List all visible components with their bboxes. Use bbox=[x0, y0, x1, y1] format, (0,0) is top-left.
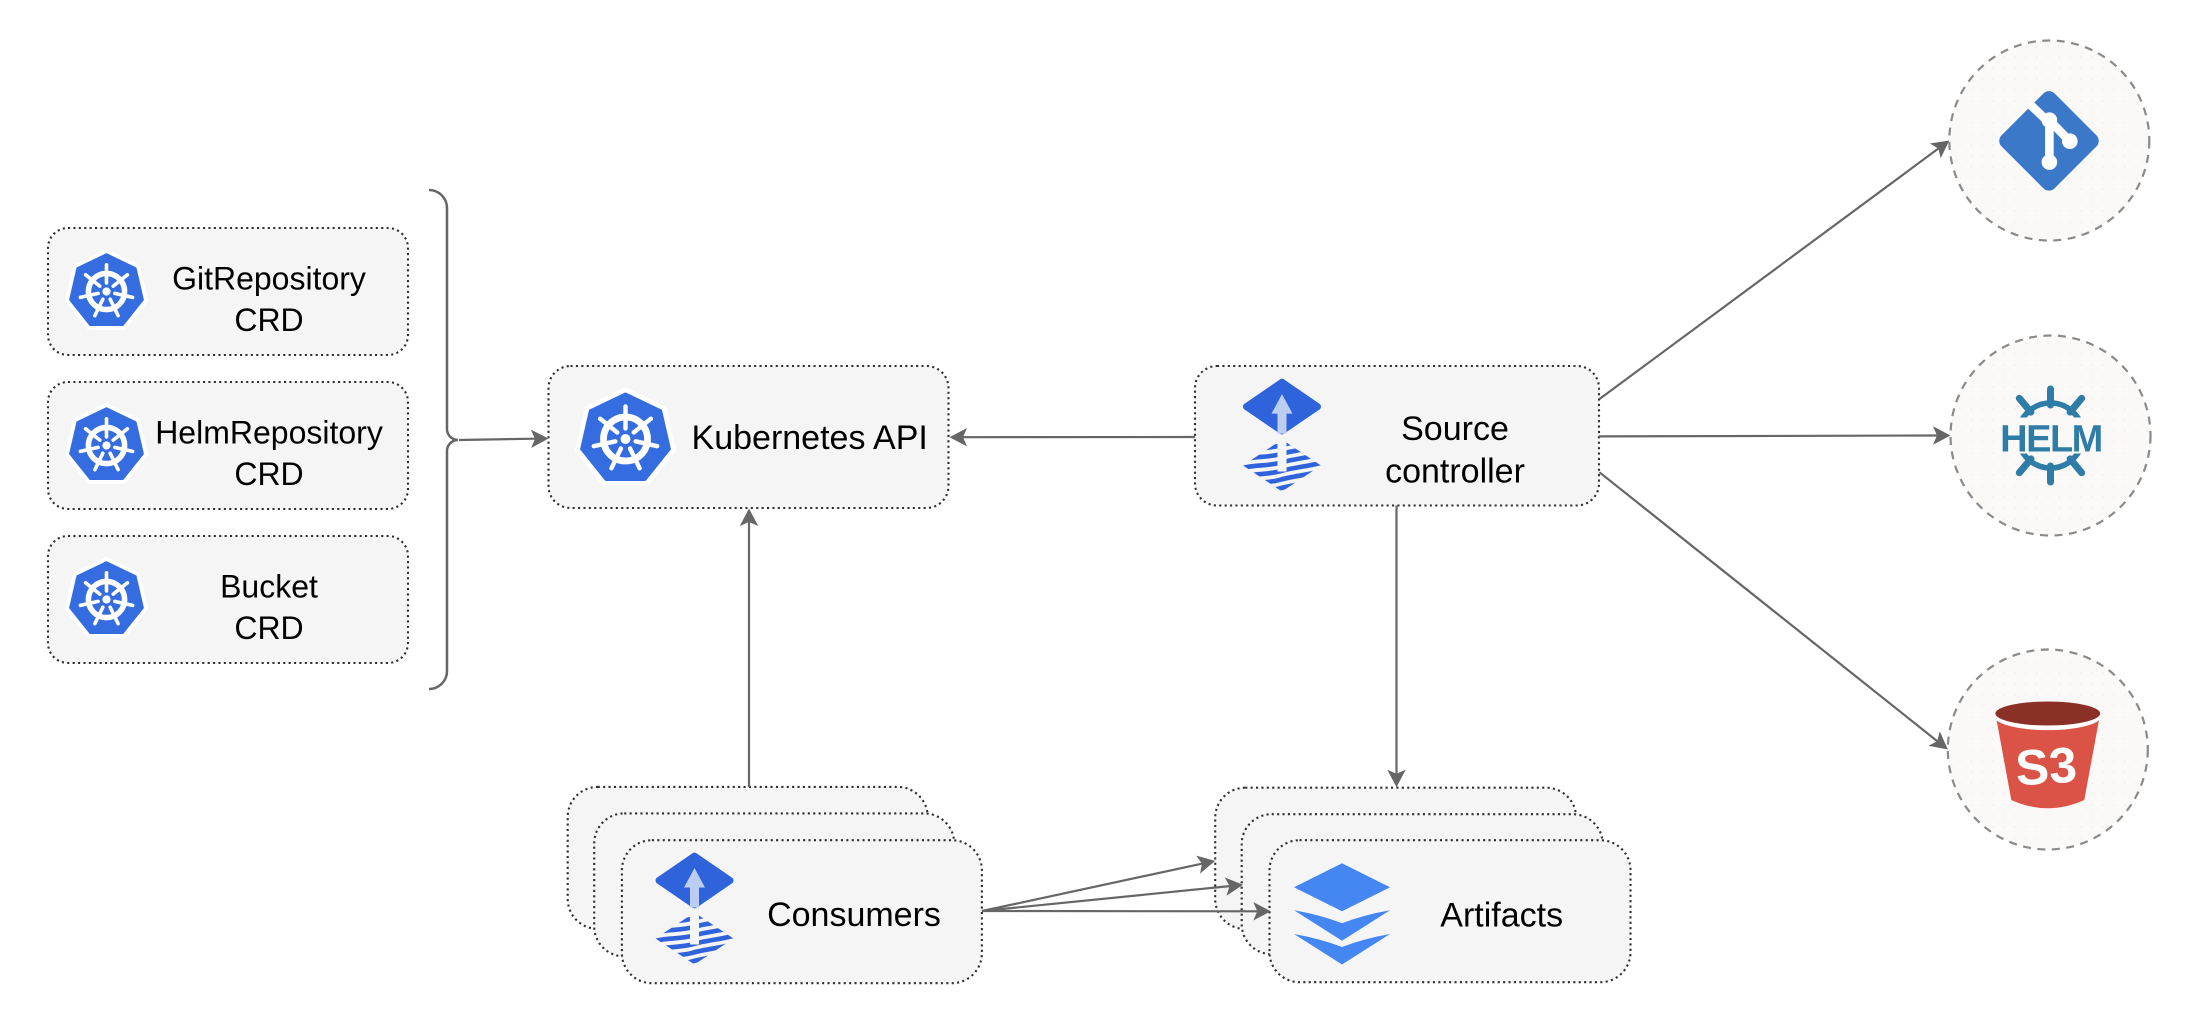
svg-text:HelmRepository: HelmRepository bbox=[155, 414, 383, 450]
svg-text:Bucket: Bucket bbox=[220, 568, 318, 604]
svg-text:GitRepository: GitRepository bbox=[172, 260, 366, 296]
svg-text:S3: S3 bbox=[2014, 737, 2078, 797]
svg-text:CRD: CRD bbox=[234, 456, 303, 492]
svg-text:Kubernetes API: Kubernetes API bbox=[692, 419, 928, 457]
svg-text:HELM: HELM bbox=[2000, 419, 2102, 461]
svg-text:Artifacts: Artifacts bbox=[1440, 897, 1563, 935]
svg-text:controller: controller bbox=[1385, 452, 1525, 490]
svg-text:CRD: CRD bbox=[234, 610, 303, 646]
svg-text:Source: Source bbox=[1401, 410, 1509, 448]
svg-text:Consumers: Consumers bbox=[767, 896, 941, 934]
svg-text:CRD: CRD bbox=[234, 302, 303, 338]
